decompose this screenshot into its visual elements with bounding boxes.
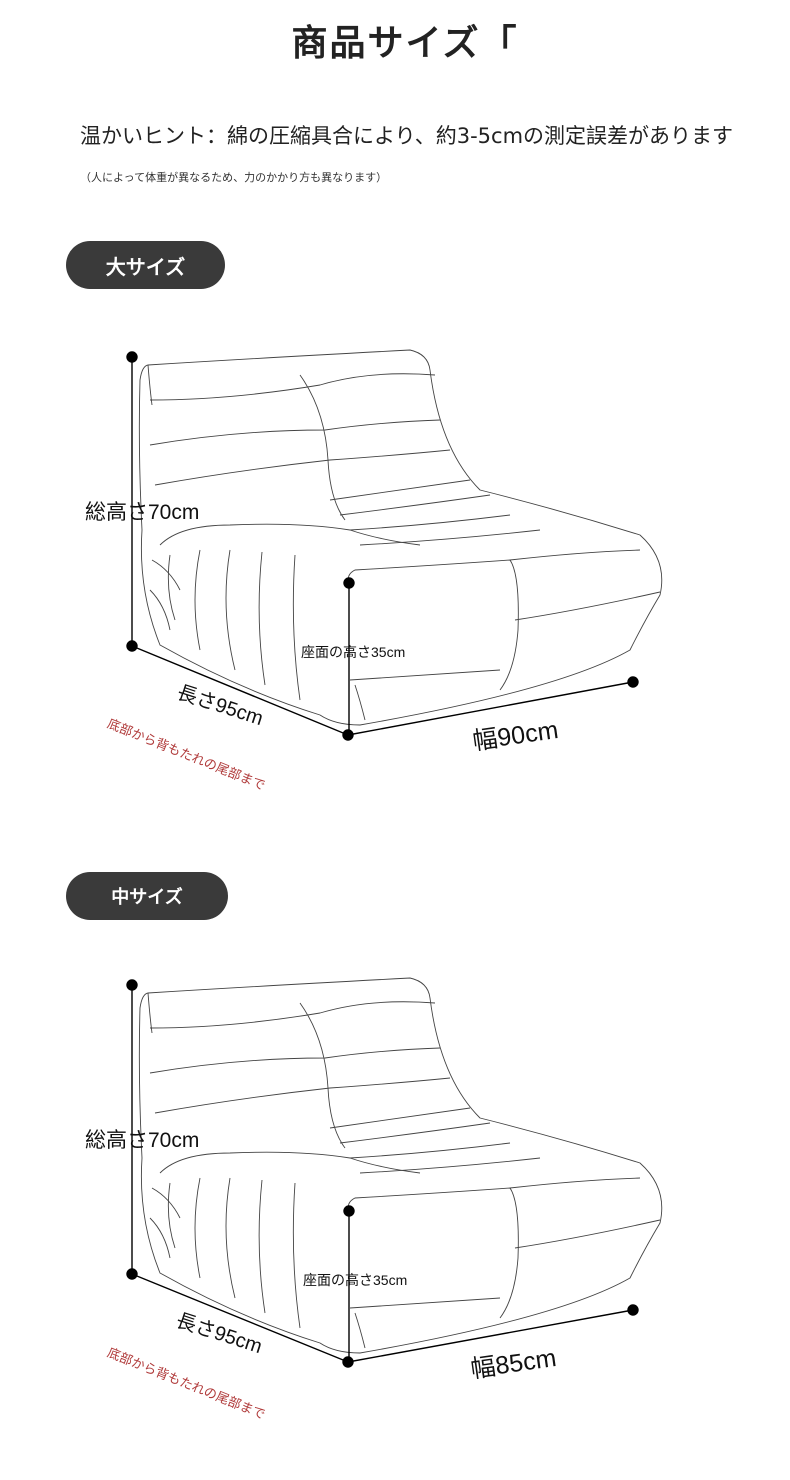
page-title: 商品サイズ「: [291, 23, 519, 64]
sofa-diagram-large: [126, 349, 663, 741]
sofa-outline: [138, 977, 663, 1354]
total-height-label-large: 総高さ70cm: [85, 501, 200, 524]
size-label-large: 大サイズ: [66, 241, 225, 289]
dimension-lines: [126, 979, 639, 1368]
sofa-outline: [138, 349, 663, 726]
sofa-diagram-medium: [126, 977, 663, 1368]
seat-height-label-large: 座面の高さ35cm: [301, 644, 406, 660]
total-height-label-medium: 総高さ70cm: [85, 1129, 200, 1152]
seat-height-label-medium: 座面の高さ35cm: [303, 1272, 408, 1288]
dimension-lines: [126, 351, 639, 741]
measurement-tip: 温かいヒント：綿の圧縮具合により、約3-5cmの測定誤差があります: [80, 124, 734, 148]
size-label-medium: 中サイズ: [66, 872, 228, 920]
measurement-tip-note: （人によって体重が異なるため、力のかかり方も異なります）: [80, 171, 388, 184]
